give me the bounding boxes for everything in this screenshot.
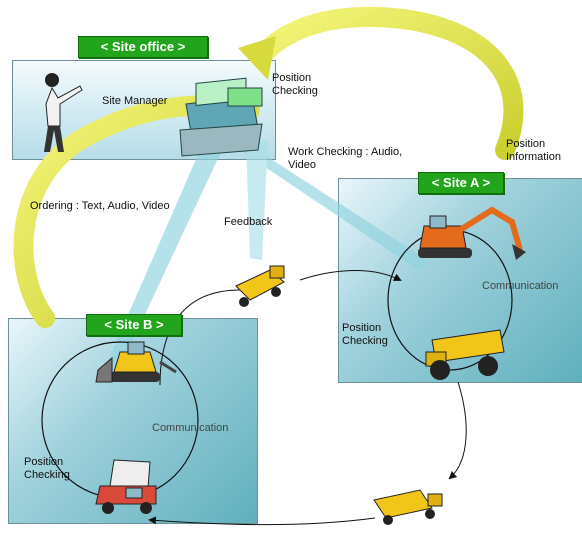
- position-checking-label: Position Checking: [272, 72, 318, 97]
- site-a-dump-truck-icon: [425, 329, 505, 380]
- haul-route-a-out: [448, 381, 467, 480]
- site-a-position-checking-label: Position Checking: [342, 322, 388, 347]
- feedback-label: Feedback: [224, 216, 273, 228]
- excavator-icon: [418, 206, 526, 260]
- computer-terminal-icon: [179, 77, 263, 157]
- bottom-hauling-truck-icon: [373, 489, 443, 525]
- site-b-communication-label: Communication: [152, 422, 229, 434]
- haul-route-b-in: [148, 516, 376, 526]
- position-information-arrow: [238, 6, 524, 160]
- work-checking-label: Work Checking : Audio, Video: [288, 146, 403, 171]
- site-manager-label: Site Manager: [102, 95, 168, 107]
- haul-route-a-in: [299, 270, 402, 281]
- site-a-tag: < Site A >: [418, 172, 504, 194]
- bulldozer-icon: [95, 341, 177, 383]
- ordering-label: Ordering : Text, Audio, Video: [30, 200, 170, 212]
- engineer-figure-icon: [44, 73, 83, 152]
- site-b-position-checking-label: Position Checking: [24, 456, 70, 481]
- hauling-truck-icon: [235, 265, 285, 307]
- site-a-communication-label: Communication: [482, 280, 559, 292]
- site-office-tag: < Site office >: [78, 36, 208, 58]
- pickup-truck-icon: [95, 459, 157, 514]
- site-b-tag: < Site B >: [86, 314, 182, 336]
- position-information-label: Position Information: [506, 138, 562, 163]
